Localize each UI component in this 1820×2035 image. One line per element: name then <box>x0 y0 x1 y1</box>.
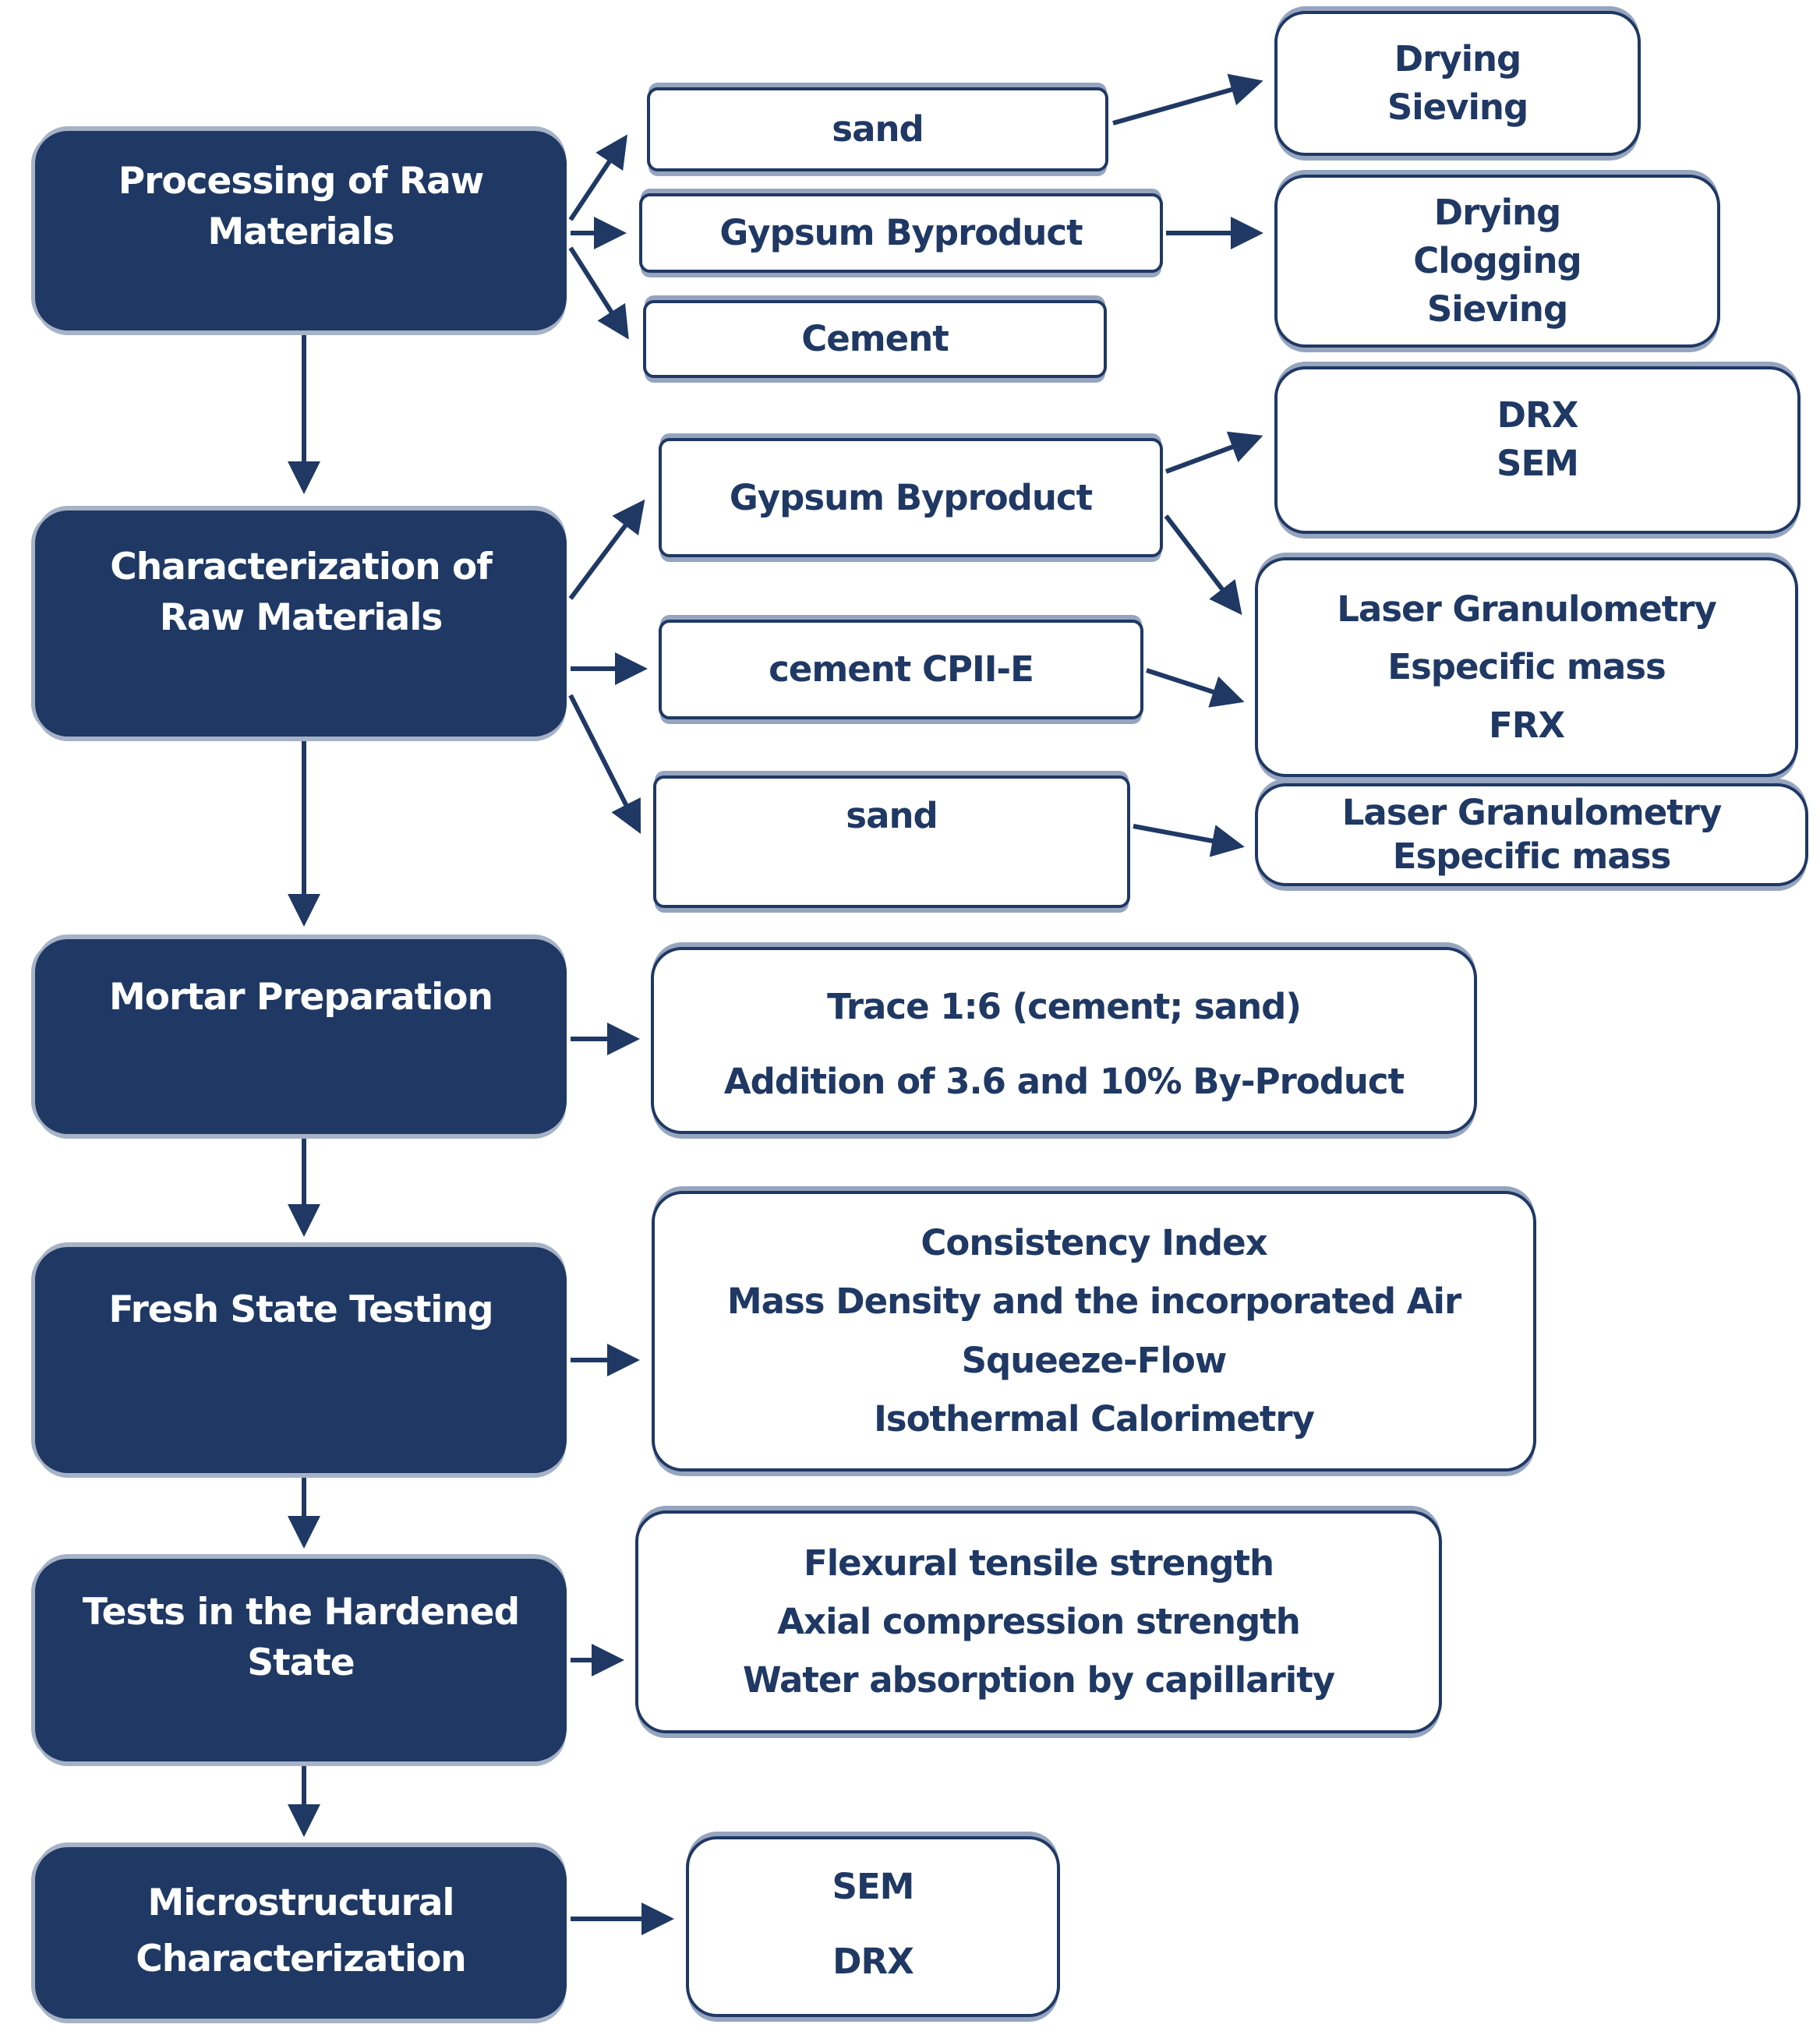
material-gypsum-byproduct-characterization: Gypsum Byproduct <box>659 438 1163 557</box>
process-drying-clogging-sieving: Drying Clogging Sieving <box>1274 175 1720 348</box>
process-laser-granulometry-frx: Laser Granulometry Especific mass FRX <box>1255 557 1798 777</box>
stage-label: Mortar Preparation <box>108 976 493 1019</box>
arrow-processing-sand <box>568 134 627 221</box>
process-label: DRX <box>1497 394 1579 436</box>
process-fresh-state-tests: Consistency Index Mass Density and the i… <box>652 1191 1536 1471</box>
stage-label: Microstructural <box>147 1881 454 1924</box>
stage-label: Characterization <box>136 1938 466 1980</box>
material-sand-processing: sand <box>647 87 1108 171</box>
arrow-cpii-laserfrx <box>1146 668 1245 708</box>
stage-label: Fresh State Testing <box>108 1288 493 1331</box>
stage-label: State <box>247 1641 355 1684</box>
arrow-sand2-laserem <box>1133 824 1245 857</box>
arrow-gypsum2-drxsem <box>1164 431 1263 474</box>
material-gypsum-byproduct-processing: Gypsum Byproduct <box>639 193 1163 273</box>
process-label: SEM <box>832 1866 915 1907</box>
stage-label: Materials <box>207 210 395 253</box>
stage-tests-hardened-state: Tests in the Hardened State <box>35 1559 567 1761</box>
process-label: Drying <box>1394 38 1522 79</box>
process-label: SEM <box>1497 443 1579 484</box>
arrow-sand-drysieve <box>1112 73 1263 125</box>
process-sem-drx: SEM DRX <box>686 1836 1060 2017</box>
process-label: Isothermal Calorimetry <box>874 1398 1315 1440</box>
arrow-charac-sand2 <box>568 694 641 835</box>
stage-fresh-state-testing: Fresh State Testing <box>35 1247 567 1473</box>
process-label: FRX <box>1488 704 1565 746</box>
process-label: DRX <box>832 1941 914 1982</box>
process-label: Water absorption by capillarity <box>742 1659 1335 1701</box>
process-label: Addition of 3.6 and 10% By-Product <box>723 1061 1405 1102</box>
process-drx-sem: DRX SEM <box>1274 366 1801 534</box>
process-label: Axial compression strength <box>777 1601 1301 1642</box>
process-label: Consistency Index <box>921 1221 1267 1263</box>
material-label: sand <box>846 795 938 836</box>
arrow-gypsum2-laserfrx <box>1164 514 1242 616</box>
stage-microstructural-characterization: Microstructural Characterization <box>35 1847 567 2019</box>
process-laser-granulometry-especific-mass: Laser Granulometry Especific mass <box>1255 783 1808 886</box>
material-sand-characterization: sand <box>653 775 1130 908</box>
material-label: cement CPII-E <box>769 648 1034 690</box>
process-label: Trace 1:6 (cement; sand) <box>827 986 1302 1027</box>
process-label: Drying <box>1433 192 1562 233</box>
process-label: Sieving <box>1387 87 1528 128</box>
stage-processing-raw-materials: Processing of Raw Materials <box>35 131 567 330</box>
process-label: Laser Granulometry <box>1337 588 1717 630</box>
stage-characterization-raw-materials: Characterization of Raw Materials <box>35 511 567 737</box>
stage-mortar-preparation: Mortar Preparation <box>35 939 567 1134</box>
process-drying-sieving: Drying Sieving <box>1274 11 1641 156</box>
stage-label: Characterization of <box>110 546 493 588</box>
process-label: Flexural tensile strength <box>803 1542 1274 1584</box>
stage-label: Tests in the Hardened <box>82 1591 520 1634</box>
process-trace-addition: Trace 1:6 (cement; sand) Addition of 3.6… <box>651 947 1477 1134</box>
material-label: Gypsum Byproduct <box>719 212 1083 253</box>
material-label: Gypsum Byproduct <box>729 476 1093 518</box>
arrow-processing-cement <box>568 246 629 340</box>
process-hardened-state-tests: Flexural tensile strength Axial compress… <box>635 1510 1442 1733</box>
material-cement-cpii-e: cement CPII-E <box>659 620 1143 719</box>
process-label: Especific mass <box>1392 836 1672 877</box>
process-label: Mass Density and the incorporated Air <box>726 1281 1461 1323</box>
stage-label: Processing of Raw <box>118 160 485 203</box>
material-label: sand <box>832 108 924 150</box>
process-label: Especific mass <box>1387 646 1666 687</box>
process-label: Laser Granulometry <box>1341 792 1723 833</box>
material-cement-processing: Cement <box>643 300 1107 378</box>
stage-label: Raw Materials <box>159 596 444 639</box>
process-label: Squeeze-Flow <box>961 1339 1228 1381</box>
process-label: Sieving <box>1426 288 1568 330</box>
arrow-charac-gypsum2 <box>568 499 645 600</box>
process-label: Clogging <box>1413 240 1581 281</box>
material-label: Cement <box>801 318 949 359</box>
